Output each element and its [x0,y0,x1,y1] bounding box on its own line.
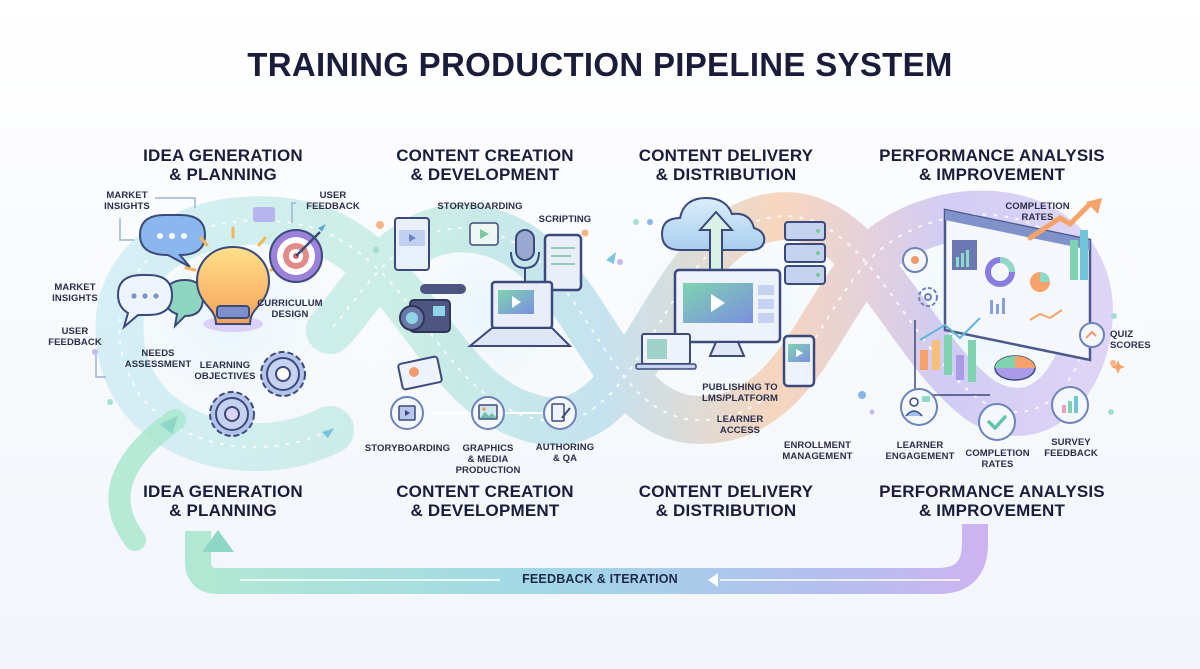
stage-title-content-creation: CONTENT CREATION & DEVELOPMENT [396,146,574,184]
label-completion-rates: COMPLETION RATES [965,448,1030,470]
stage-idea-art [95,197,326,437]
label-market-insights: MARKET INSIGHTS [104,190,150,212]
label-storyboarding: STORYBOARDING [437,201,523,212]
chat-bubble-icon [116,274,205,330]
label-publishing-lms: PUBLISHING TO LMS/PLATFORM [702,382,778,404]
feedback-iteration-label: FEEDBACK & ITERATION [522,572,678,586]
gear-icon [209,391,255,437]
flow-arrow-icon [606,252,616,264]
target-icon [269,224,326,283]
label-authoring-qa: AUTHORING & QA [535,442,595,464]
message-icon [253,207,275,222]
stage-caption-idea: IDEA GENERATION & PLANNING [143,482,303,520]
label-user-feedback: USER FEEDBACK [48,326,102,348]
film-icon [390,396,424,430]
label-learning-objectives: LEARNING OBJECTIVES [194,360,256,382]
arrow-head-icon [160,416,178,434]
label-survey-feedback: SURVEY FEEDBACK [1044,437,1098,459]
lightbulb-icon [184,226,282,332]
tablet-icon [543,233,583,292]
page-title: TRAINING PRODUCTION PIPELINE SYSTEM [247,46,953,83]
stage-caption-content-creation: CONTENT CREATION & DEVELOPMENT [396,482,574,520]
stage-caption-delivery: CONTENT DELIVERY & DISTRIBUTION [638,482,814,520]
stage-delivery-art [635,196,826,388]
label-curriculum-design: CURRICULUM DESIGN [257,298,323,320]
settings-gear-icon [918,287,938,307]
cloud-upload-icon [660,196,766,271]
label-graphics-media-production: GRAPHICS & MEDIA PRODUCTION [455,443,521,476]
gear-icon [260,351,306,397]
pie-chart-icon [994,355,1036,381]
chat-bubble-icon [138,214,207,268]
trend-arrow-icon [1027,198,1102,280]
label-market-insights: MARKET INSIGHTS [52,282,98,304]
laptop-small-icon [635,333,697,370]
arrow-head-icon [202,530,234,552]
tablet-play-icon [397,355,443,391]
arrow-left-icon [708,573,718,587]
phone-icon [782,334,816,388]
image-icon [471,396,505,430]
label-enrollment-management: ENROLLMENT MANAGEMENT [782,440,853,462]
label-needs-assessment: NEEDS ASSESSMENT [124,348,192,370]
video-play-icon [469,222,499,246]
quiz-gauge-icon [1079,322,1105,348]
browser-window-icon [394,217,430,271]
flow-arrow-icon [322,428,334,438]
stage-title-idea: IDEA GENERATION & PLANNING [143,146,303,184]
label-learner-access: LEARNER ACCESS [716,414,764,436]
label-scripting: SCRIPTING [538,214,592,225]
monitor-icon [673,268,782,357]
server-icon [784,221,826,285]
infinity-loop-band [95,190,1113,472]
checkmark-icon [978,403,1016,441]
document-edit-icon [543,396,577,430]
label-quiz-scores: QUIZ SCORES [1110,329,1151,351]
feedback-loop-arrow [108,409,988,594]
video-camera-icon [399,284,466,333]
label-user-feedback: USER FEEDBACK [306,190,360,212]
survey-chart-icon [1051,386,1089,424]
label-completion-rates: COMPLETION RATES [1005,201,1070,223]
sparkle-icon [1111,360,1125,374]
stage-content-creation-art [390,217,583,430]
label-storyboarding: STORYBOARDING [364,443,451,454]
gauge-icon [902,247,928,273]
learner-engagement-icon [900,388,938,426]
bar-chart-icon [914,317,990,396]
stage-title-delivery: CONTENT DELIVERY & DISTRIBUTION [638,146,814,184]
laptop-icon [467,280,573,347]
stage-title-performance: PERFORMANCE ANALYSIS & IMPROVEMENT [879,146,1105,184]
label-learner-engagement: LEARNER ENGAGEMENT [885,440,955,462]
stage-caption-performance: PERFORMANCE ANALYSIS & IMPROVEMENT [879,482,1105,520]
stage-performance-art [900,198,1125,441]
